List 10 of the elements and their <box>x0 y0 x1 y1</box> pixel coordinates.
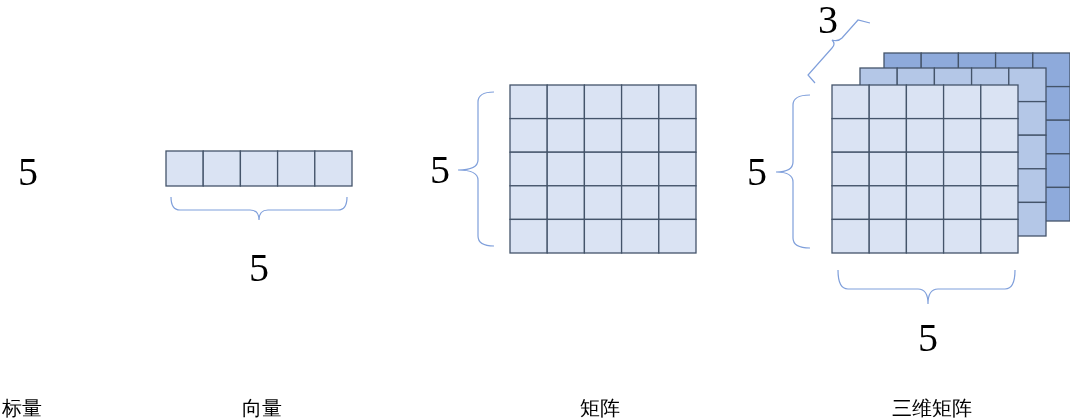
dimension-number: 5 <box>18 152 38 192</box>
caption-text: 三维矩阵 <box>892 398 972 418</box>
dimension-number: 5 <box>918 318 938 358</box>
dimension-number: 5 <box>747 152 767 192</box>
dimension-number: 5 <box>249 248 269 288</box>
dimension-number: 5 <box>430 150 450 190</box>
dimension-number: 3 <box>818 0 838 40</box>
caption-text: 向量 <box>242 398 282 418</box>
caption-text: 标量 <box>2 398 42 418</box>
caption-text: 矩阵 <box>580 398 620 418</box>
